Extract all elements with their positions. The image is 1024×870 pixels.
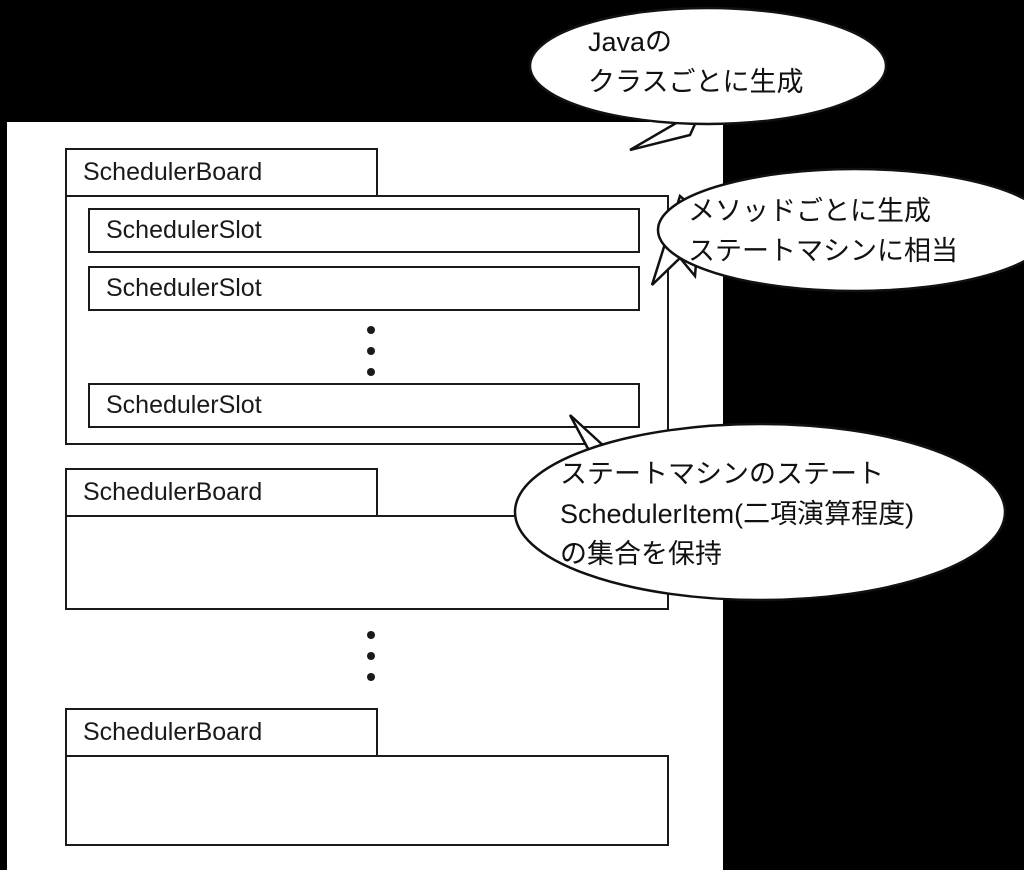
- board-tab-1: SchedulerBoard: [65, 148, 378, 197]
- callout-line: Javaの: [588, 27, 673, 57]
- ellipsis-dot: [367, 631, 375, 639]
- scheduler-slot-box: SchedulerSlot: [88, 208, 640, 253]
- callout-line: ステートマシンに相当: [688, 236, 958, 266]
- callout-line: SchedulerItem(二項演算程度): [560, 499, 915, 529]
- board-body-3: [65, 755, 669, 846]
- callout-line: メソッドごとに生成: [688, 196, 931, 226]
- callout-bubble-2: [650, 167, 1024, 293]
- ellipsis-dot: [367, 347, 375, 355]
- board-tab-3: SchedulerBoard: [65, 708, 378, 757]
- callout-line: ステートマシンのステート: [560, 459, 884, 489]
- callout-ellipse-2: [656, 167, 1024, 293]
- ellipsis-dot: [367, 326, 375, 334]
- callout-bubble-3: [513, 414, 1007, 602]
- callout-bubble-1: [528, 6, 888, 152]
- scheduler-board-group-1: SchedulerBoard SchedulerSlot SchedulerSl…: [65, 148, 669, 445]
- board-tab-2: SchedulerBoard: [65, 468, 378, 517]
- callout-ellipse-3: [513, 422, 1007, 602]
- ellipsis-dot: [367, 673, 375, 681]
- callout-text-1: Javaの クラスごとに生成: [588, 22, 803, 102]
- callout-ellipse-1: [528, 6, 888, 126]
- scheduler-slot-box: SchedulerSlot: [88, 266, 640, 311]
- callout-line: クラスごとに生成: [588, 67, 804, 97]
- slot-label: SchedulerSlot: [106, 391, 262, 419]
- callout-text-3: ステートマシンのステート SchedulerItem(二項演算程度) の集合を保…: [560, 454, 914, 574]
- callout-scheduleritem: ステートマシンのステート SchedulerItem(二項演算程度) の集合を保…: [505, 398, 1015, 613]
- ellipsis-dot: [367, 652, 375, 660]
- callout-text-2: メソッドごとに生成 ステートマシンに相当: [688, 191, 958, 271]
- slot-ellipsis-dots: [366, 326, 376, 376]
- board-label-2: SchedulerBoard: [83, 478, 263, 506]
- callout-method-statemachine: メソッドごとに生成 ステートマシンに相当: [640, 167, 1024, 308]
- board-label-1: SchedulerBoard: [83, 158, 263, 186]
- callout-java-class: Javaの クラスごとに生成: [528, 0, 910, 180]
- ellipsis-dot: [367, 368, 375, 376]
- board-ellipsis-dots: [366, 631, 376, 681]
- slot-label: SchedulerSlot: [106, 274, 262, 302]
- callout-line: の集合を保持: [560, 539, 722, 569]
- scheduler-board-group-3: SchedulerBoard: [65, 708, 669, 846]
- scheduler-slot-box: SchedulerSlot: [88, 383, 640, 428]
- board-label-3: SchedulerBoard: [83, 718, 263, 746]
- slot-label: SchedulerSlot: [106, 216, 262, 244]
